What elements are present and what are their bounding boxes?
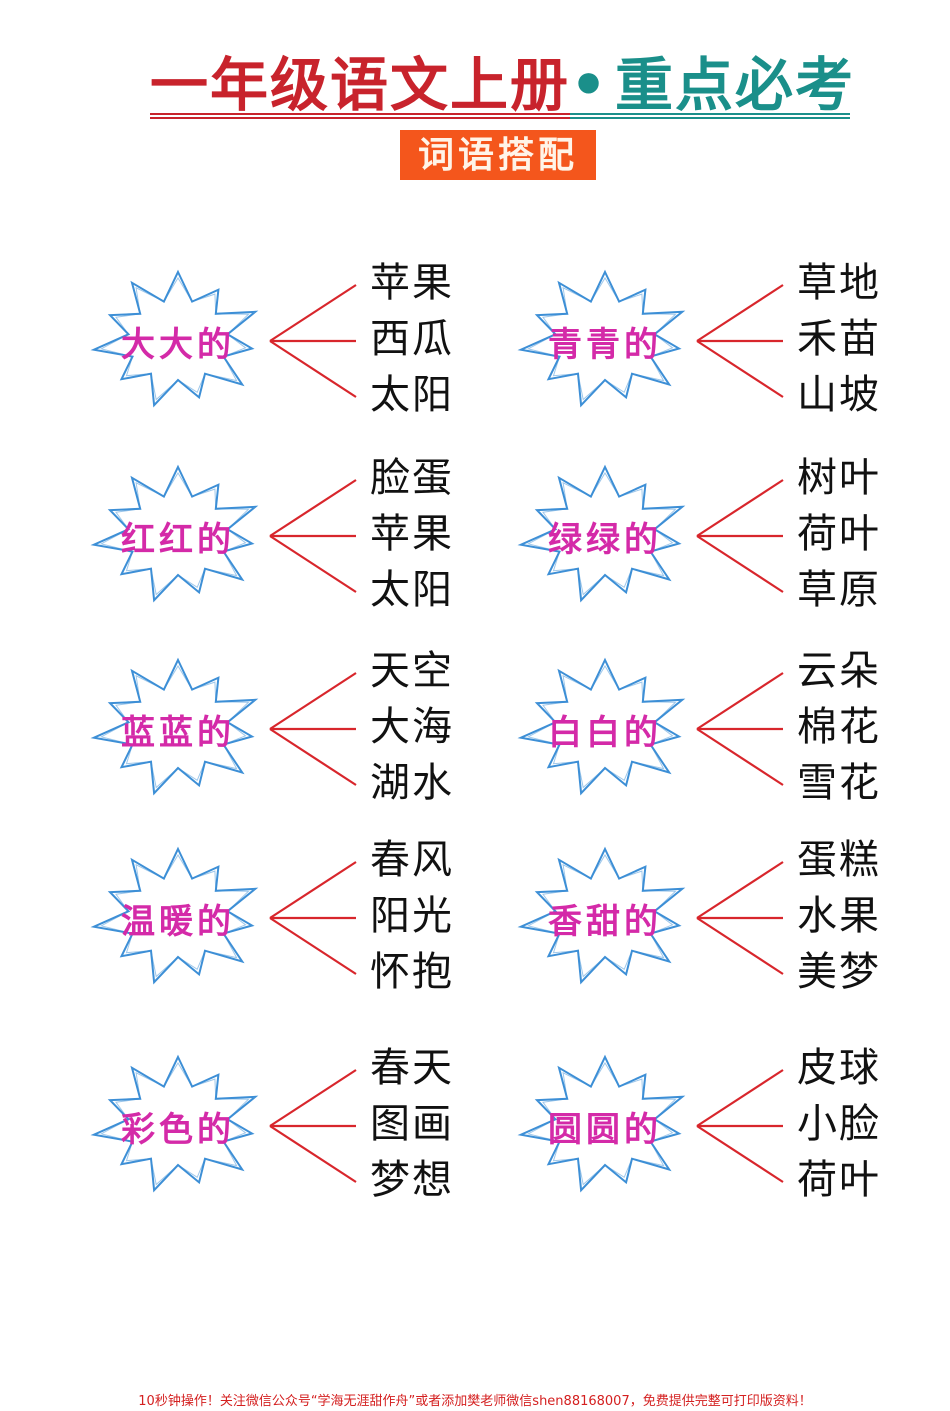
noun-word: 春风	[370, 837, 454, 883]
noun-word: 梦想	[370, 1157, 454, 1203]
noun-word: 禾苗	[797, 316, 881, 362]
connector-line	[269, 479, 357, 537]
noun-word: 脸蛋	[370, 455, 454, 501]
starburst-and-connectors	[517, 657, 784, 796]
adjective-label: 青青的	[548, 325, 662, 365]
starburst-and-connectors	[90, 464, 357, 603]
noun-word: 大海	[370, 704, 454, 750]
connector-line	[696, 284, 784, 342]
noun-word: 太阳	[370, 567, 454, 613]
noun-word: 湖水	[370, 760, 454, 806]
word-group: 白白的 云朵棉花雪花	[505, 643, 905, 813]
connector-line	[269, 1125, 357, 1183]
connector-line	[696, 479, 784, 537]
connector-line	[269, 284, 357, 342]
connector-line	[269, 340, 357, 398]
word-group: 红红的 脸蛋苹果太阳	[78, 450, 478, 620]
page-title: 一年级语文上册 • 重点必考	[150, 50, 853, 125]
starburst-and-connectors	[517, 269, 784, 408]
connector-line	[269, 728, 357, 786]
noun-word: 草原	[797, 567, 881, 613]
section-subtitle: 词语搭配	[400, 130, 596, 180]
noun-word: 美梦	[797, 949, 881, 995]
title-underline	[150, 113, 850, 119]
word-group: 青青的 草地禾苗山坡	[505, 255, 905, 425]
connector-line	[269, 917, 357, 975]
word-group: 大大的 苹果西瓜太阳	[78, 255, 478, 425]
word-group: 圆圆的 皮球小脸荷叶	[505, 1040, 905, 1210]
title-highlight: 重点必考	[615, 51, 856, 119]
starburst-and-connectors	[517, 1054, 784, 1193]
connector-line	[269, 535, 357, 593]
word-group: 香甜的 蛋糕水果美梦	[505, 832, 905, 1002]
starburst-and-connectors	[517, 846, 784, 985]
noun-word: 图画	[370, 1101, 454, 1147]
connector-line	[696, 340, 784, 398]
noun-word: 树叶	[797, 455, 881, 501]
adjective-label: 红红的	[121, 520, 235, 560]
footer-note: 10秒钟操作！关注微信公众号“学海无涯甜作舟”或者添加樊老师微信shen8816…	[138, 1394, 812, 1409]
connector-line	[696, 1125, 784, 1183]
word-group: 温暖的 春风阳光怀抱	[78, 832, 478, 1002]
starburst-and-connectors	[90, 846, 357, 985]
starburst-inner-outline	[526, 854, 677, 978]
adjective-label: 彩色的	[121, 1110, 235, 1150]
word-group: 绿绿的 树叶荷叶草原	[505, 450, 905, 620]
adjective-label: 白白的	[548, 713, 662, 753]
noun-word: 云朵	[797, 648, 881, 694]
starburst-inner-outline	[526, 277, 677, 401]
starburst-and-connectors	[90, 1054, 357, 1193]
noun-word: 苹果	[370, 511, 454, 557]
noun-word: 皮球	[797, 1045, 881, 1091]
noun-word: 山坡	[797, 372, 881, 418]
starburst-inner-outline	[99, 854, 250, 978]
starburst-inner-outline	[99, 1062, 250, 1186]
starburst-inner-outline	[99, 665, 250, 789]
connector-line	[269, 1069, 357, 1127]
adjective-label: 绿绿的	[548, 520, 662, 560]
noun-word: 太阳	[370, 372, 454, 418]
adjective-label: 香甜的	[548, 902, 662, 942]
connector-line	[696, 917, 784, 975]
starburst-and-connectors	[90, 657, 357, 796]
noun-word: 西瓜	[370, 316, 454, 362]
connector-line	[696, 672, 784, 730]
starburst-inner-outline	[99, 472, 250, 596]
adjective-label: 圆圆的	[548, 1110, 662, 1150]
noun-word: 春天	[370, 1045, 454, 1091]
connector-line	[269, 861, 357, 919]
starburst-and-connectors	[90, 269, 357, 408]
adjective-label: 大大的	[121, 325, 235, 365]
noun-word: 棉花	[797, 704, 881, 750]
noun-word: 小脸	[797, 1101, 881, 1147]
word-group: 彩色的 春天图画梦想	[78, 1040, 478, 1210]
connector-line	[696, 535, 784, 593]
starburst-inner-outline	[526, 1062, 677, 1186]
noun-word: 雪花	[797, 760, 881, 806]
connector-line	[269, 672, 357, 730]
noun-word: 蛋糕	[797, 837, 881, 883]
adjective-label: 蓝蓝的	[121, 713, 235, 753]
noun-word: 苹果	[370, 260, 454, 306]
noun-word: 怀抱	[370, 949, 454, 995]
starburst-inner-outline	[526, 472, 677, 596]
connector-line	[696, 861, 784, 919]
connector-line	[696, 728, 784, 786]
word-group: 蓝蓝的 天空大海湖水	[78, 643, 478, 813]
noun-word: 草地	[797, 260, 881, 306]
noun-word: 水果	[797, 893, 881, 939]
starburst-and-connectors	[517, 464, 784, 603]
starburst-inner-outline	[526, 665, 677, 789]
title-main: 一年级语文上册	[150, 51, 571, 119]
noun-word: 天空	[370, 648, 454, 694]
adjective-label: 温暖的	[121, 902, 235, 942]
noun-word: 阳光	[370, 893, 454, 939]
connector-line	[696, 1069, 784, 1127]
noun-word: 荷叶	[797, 511, 881, 557]
noun-word: 荷叶	[797, 1157, 881, 1203]
title-separator-dot: •	[570, 51, 608, 119]
starburst-inner-outline	[99, 277, 250, 401]
